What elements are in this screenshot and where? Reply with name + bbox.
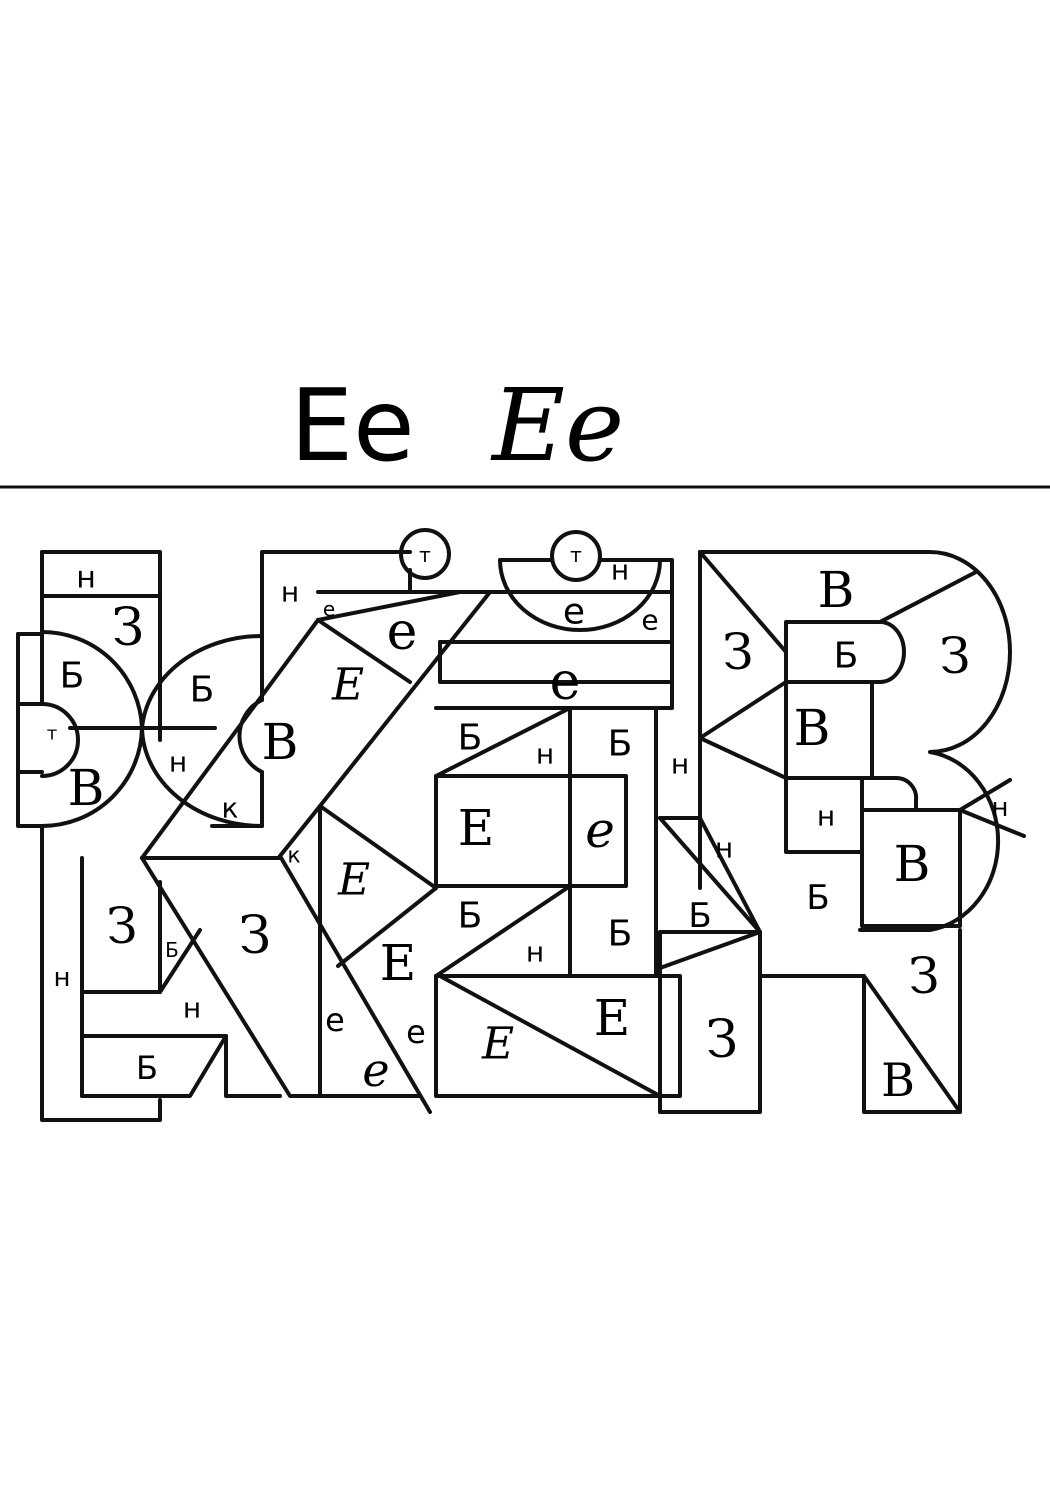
region-letter: н	[526, 936, 544, 969]
region-letter: Б	[60, 656, 85, 697]
region-letter: н	[169, 746, 187, 779]
region-letter: н	[281, 576, 299, 609]
region-letter: З	[908, 947, 939, 1005]
region-letter: е	[362, 1043, 389, 1097]
region-letter: Б	[608, 914, 633, 955]
region-letter: е	[387, 602, 418, 662]
region-letter: З	[106, 897, 137, 955]
region-letter: Б	[806, 878, 829, 918]
region-letter: Е	[337, 855, 370, 906]
region-letter: н	[817, 800, 835, 833]
region-letter: З	[239, 906, 271, 966]
region-letter: Е	[458, 799, 495, 857]
region-letter: Б	[458, 718, 483, 759]
region-letter: Б	[458, 896, 483, 937]
region-letter: З	[939, 627, 970, 685]
region-letter: Б	[834, 636, 859, 677]
region-letter: В	[794, 699, 831, 757]
region-letter: Е	[331, 660, 364, 711]
region-letter: т	[419, 543, 431, 567]
region-letter: В	[881, 1053, 915, 1107]
region-letter: В	[262, 713, 299, 771]
region-letter: н	[715, 832, 733, 865]
region-letter: Б	[165, 938, 179, 962]
region-letter: н	[611, 554, 629, 587]
region-letter: н	[671, 748, 689, 781]
title-print-letters: Ee	[290, 367, 415, 484]
region-letter: е	[323, 597, 335, 621]
region-letter: З	[706, 1010, 738, 1070]
region-letter: т	[47, 724, 58, 745]
region-letter: т	[570, 543, 582, 567]
region-letter: е	[550, 652, 581, 712]
region-letter: н	[183, 992, 201, 1025]
region-letter: к	[222, 792, 239, 825]
region-letter: е	[563, 592, 585, 633]
region-letter: З	[722, 623, 753, 681]
region-letter: н	[536, 738, 554, 771]
region-letter: В	[894, 835, 931, 893]
region-letter: В	[68, 759, 105, 817]
region-letter: к	[287, 844, 300, 869]
region-letter: Б	[190, 670, 215, 711]
region-letter: е	[406, 1013, 426, 1051]
region-letter: н	[76, 561, 96, 596]
region-letter: З	[112, 598, 144, 658]
region-letter: Е	[594, 989, 631, 1047]
region-letter: Е	[481, 1019, 514, 1070]
region-letter: В	[818, 561, 855, 619]
region-letter: е	[325, 1001, 345, 1039]
region-letter: е	[641, 604, 658, 637]
region-letter: е	[585, 801, 615, 859]
region-letter: н	[54, 963, 71, 993]
region-letter: н	[992, 793, 1009, 823]
region-letter: Б	[608, 724, 633, 765]
puzzle-figure	[16, 528, 1026, 1122]
region-letter: Б	[688, 896, 711, 936]
region-letter: Б	[136, 1049, 158, 1087]
title-cursive-letters: Ee	[490, 367, 624, 484]
region-letter: Е	[380, 934, 417, 992]
